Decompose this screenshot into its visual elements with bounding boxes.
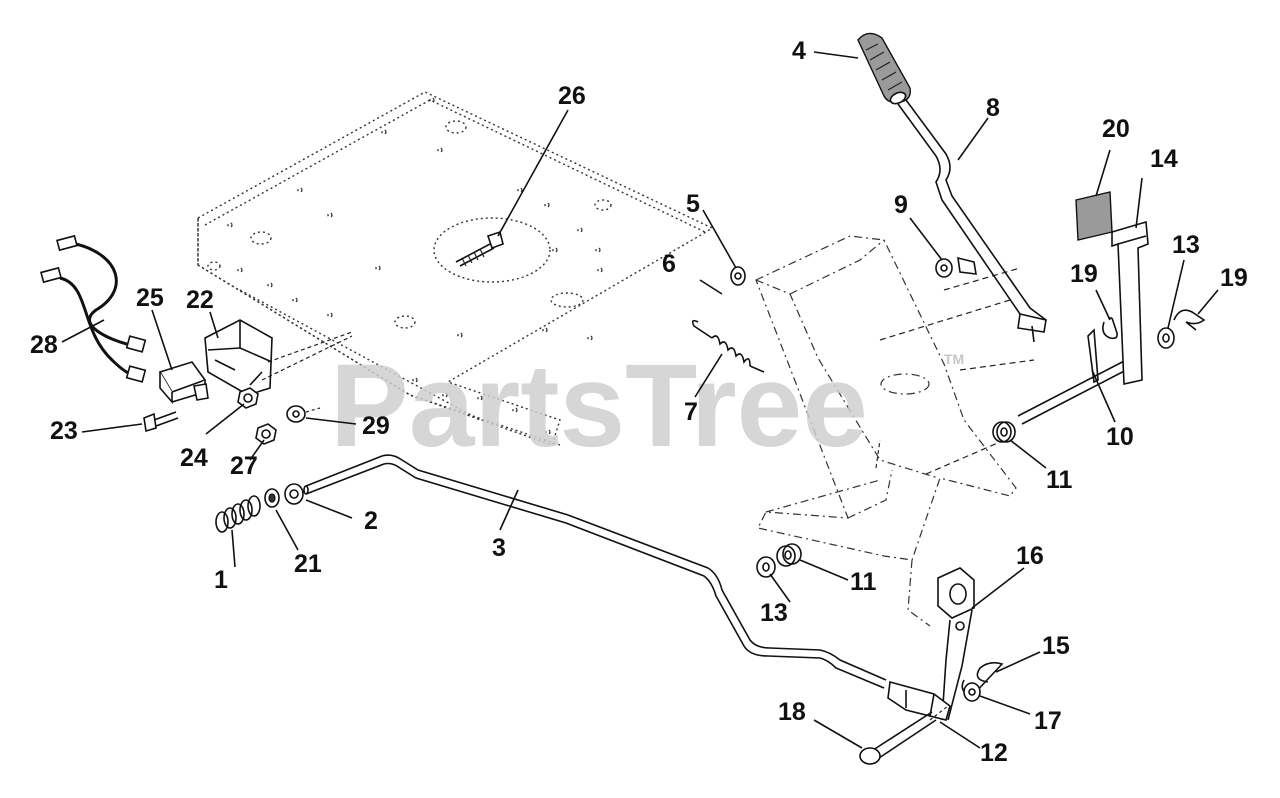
callout-6: 6 (662, 250, 676, 278)
callout-17: 17 (1034, 707, 1062, 735)
callout-5: 5 (686, 190, 700, 218)
part-12-clevis (887, 680, 951, 721)
part-16-link (937, 567, 975, 721)
part-5-washer (730, 266, 746, 286)
part-28-wire-harness (40, 234, 147, 383)
callout-14: 14 (1150, 145, 1178, 173)
callout-12: 12 (980, 739, 1008, 767)
callout-20: 20 (1102, 115, 1130, 143)
part-26-bolt (455, 230, 504, 267)
part-24-nut (237, 387, 259, 409)
watermark-trademark: TM (944, 351, 964, 367)
part-25-switch (158, 361, 209, 405)
callout-11-upper: 11 (1046, 466, 1073, 494)
part-19-clip-right (1173, 309, 1206, 331)
callout-19-left: 19 (1070, 260, 1098, 288)
part-9-bushing (935, 256, 977, 278)
part-11-bushing-upper (992, 421, 1016, 443)
projection-lines (261, 335, 1001, 721)
callout-13-right: 13 (1172, 231, 1200, 259)
callout-28: 28 (30, 331, 58, 359)
part-29-washer (286, 405, 321, 423)
callout-22: 22 (186, 286, 214, 314)
callout-3: 3 (492, 534, 506, 562)
callout-10: 10 (1106, 423, 1134, 451)
callout-1: 1 (214, 566, 228, 594)
callout-26: 26 (558, 82, 586, 110)
part-8-lever (897, 99, 1047, 343)
callout-labels: 1 2 3 4 5 6 7 8 9 10 11 11 12 13 13 14 1… (30, 37, 1248, 767)
callout-18: 18 (778, 698, 806, 726)
part-7-spring (691, 319, 765, 373)
part-1-spring (215, 495, 261, 533)
watermark-text: PartsTree (330, 340, 868, 472)
callout-16: 16 (1016, 542, 1044, 570)
part-11-bushing-lower (776, 543, 802, 567)
watermark: PartsTree TM (330, 340, 964, 472)
part-13-washer-right (1157, 327, 1175, 349)
part-23-screw (143, 411, 179, 433)
part-19-clip-left (1102, 317, 1118, 340)
callout-19-right: 19 (1220, 264, 1248, 292)
part-27-nut (255, 423, 277, 445)
callout-11-lower: 11 (850, 568, 877, 596)
callout-27: 27 (230, 452, 258, 480)
frame-plate (197, 91, 714, 446)
callout-15: 15 (1042, 632, 1070, 660)
callout-8: 8 (986, 94, 1000, 122)
callout-4: 4 (792, 37, 806, 65)
pedal-bracket (755, 235, 1035, 627)
part-22-bracket (204, 319, 353, 396)
part-15-hair-pin (961, 661, 1004, 697)
part-4-handle-grip (857, 32, 911, 105)
callout-21: 21 (294, 550, 322, 578)
part-14-pedal-arm (1111, 220, 1149, 385)
callout-2: 2 (364, 507, 378, 535)
callout-13-lower: 13 (760, 599, 788, 627)
part-18-clevis-pin (859, 711, 937, 765)
leader-lines (61, 51, 1219, 749)
part-3-rod (303, 454, 887, 689)
part-13-washer-lower (756, 556, 776, 578)
part-21-nut (264, 488, 280, 508)
callout-23: 23 (50, 417, 78, 445)
callout-24: 24 (180, 444, 208, 472)
part-17-washer (963, 682, 981, 702)
callout-9: 9 (894, 191, 908, 219)
callout-25: 25 (136, 284, 164, 312)
callout-29: 29 (362, 412, 390, 440)
callout-7: 7 (684, 398, 698, 426)
part-2-washer (284, 483, 304, 505)
part-10-shaft (1017, 328, 1136, 425)
part-20-pedal-pad (1075, 191, 1113, 241)
